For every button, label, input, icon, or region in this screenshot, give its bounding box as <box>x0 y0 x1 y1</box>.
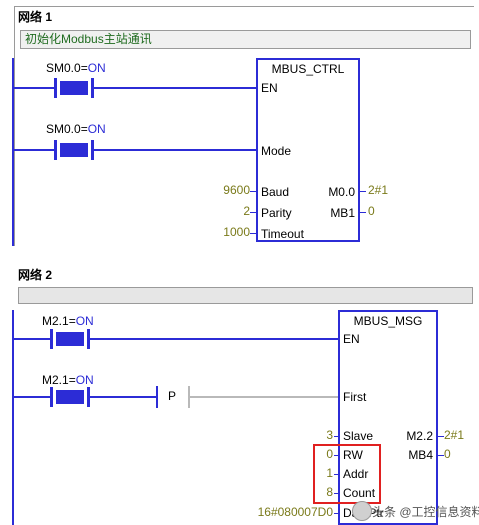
contact-3-state: ON <box>75 314 94 328</box>
mbus-msg-pin-slave: Slave <box>343 429 374 443</box>
contact-1-label: SM0.0=ON <box>46 61 106 75</box>
network-1-frame-top <box>14 6 474 7</box>
positive-transition-label: P <box>168 389 177 403</box>
addr-value[interactable]: 1 <box>326 466 333 480</box>
contact-2-state: ON <box>87 122 106 136</box>
mbus-ctrl-pin-error: MB1 <box>330 206 355 220</box>
rung-3-wire-right <box>90 338 340 340</box>
mbus-msg-pin-done: M2.2 <box>406 429 433 443</box>
done-value[interactable]: 2#1 <box>368 183 389 197</box>
dataptr-value[interactable]: 16#080007D0 <box>257 505 333 519</box>
slave-value[interactable]: 3 <box>326 428 333 442</box>
rung-3-wire-left <box>12 338 50 340</box>
network-1-comment[interactable]: 初始化Modbus主站通讯 <box>20 30 471 49</box>
contact-3[interactable] <box>50 329 90 349</box>
watermark-avatar-icon <box>352 501 372 521</box>
contact-2-label: SM0.0=ON <box>46 122 106 136</box>
mbus-msg-title: MBUS_MSG <box>353 314 423 328</box>
contact-3-label: M2.1=ON <box>42 314 94 328</box>
baud-value[interactable]: 9600 <box>223 183 250 197</box>
power-rail-2 <box>12 310 14 525</box>
network-1-frame-left <box>14 6 15 246</box>
count-value[interactable]: 8 <box>326 485 333 499</box>
power-rail <box>12 58 14 246</box>
mbus-msg-pin-addr: Addr <box>343 467 369 481</box>
mbus-ctrl-pin-mode: Mode <box>261 144 292 158</box>
contact-4-label: M2.1=ON <box>42 373 94 387</box>
positive-transition-contact[interactable]: P <box>156 386 192 408</box>
mbus-msg-block[interactable]: MBUS_MSG EN First Slave RW Addr Count Da… <box>338 310 438 525</box>
network-2[interactable]: 网络 2 M2.1=ON M2.1=ON P MBUS_MSG EN First… <box>0 262 479 525</box>
rung-2-wire-left <box>12 149 54 151</box>
rung-1-wire-left <box>12 87 54 89</box>
mbus-ctrl-pin-timeout: Timeout <box>261 227 304 241</box>
screenshot-gap <box>0 250 479 262</box>
contact-4[interactable] <box>50 387 90 407</box>
contact-3-operand: M2.1 <box>42 314 69 328</box>
contact-1-operand: SM0.0 <box>46 61 81 75</box>
mbus-ctrl-pin-baud: Baud <box>261 185 290 199</box>
error-value[interactable]: 0 <box>368 204 375 218</box>
mbus-ctrl-pin-en: EN <box>261 81 278 95</box>
highlight-box <box>313 444 381 504</box>
rung-2-wire-right <box>94 149 258 151</box>
network-2-comment[interactable] <box>18 287 473 304</box>
contact-1[interactable] <box>54 78 94 98</box>
mbus-ctrl-title: MBUS_CTRL <box>271 62 345 76</box>
mbus-ctrl-pin-done: M0.0 <box>328 185 355 199</box>
contact-2-operand: SM0.0 <box>46 122 81 136</box>
mbus-msg-pin-count: Count <box>343 486 376 500</box>
mbus-msg-pin-error: MB4 <box>408 448 433 462</box>
contact-2[interactable] <box>54 140 94 160</box>
contact-1-state: ON <box>87 61 106 75</box>
contact-4-operand: M2.1 <box>42 373 69 387</box>
network-1[interactable]: 网络 1 初始化Modbus主站通讯 SM0.0=ON SM0.0=ON MBU… <box>0 0 479 250</box>
rw-value[interactable]: 0 <box>326 447 333 461</box>
contact-4-state: ON <box>75 373 94 387</box>
watermark-text: 头条 @工控信息资料 <box>372 505 479 519</box>
rung-4-wire-mid <box>90 396 156 398</box>
mbus-msg-pin-first: First <box>343 390 367 404</box>
mbus-ctrl-pin-parity: Parity <box>261 206 292 220</box>
msg-done-value[interactable]: 2#1 <box>444 428 465 442</box>
rung-1-wire-right <box>94 87 258 89</box>
mbus-msg-pin-rw: RW <box>343 448 363 462</box>
parity-value[interactable]: 2 <box>243 204 250 218</box>
mbus-ctrl-block[interactable]: MBUS_CTRL EN Mode Baud Parity Timeout M0… <box>256 58 360 242</box>
network-2-title[interactable]: 网络 2 <box>18 268 53 282</box>
rung-4-wire-left <box>12 396 50 398</box>
rung-4-wire-right <box>190 396 340 398</box>
network-1-title[interactable]: 网络 1 <box>18 10 53 24</box>
msg-error-value[interactable]: 0 <box>444 447 451 461</box>
mbus-msg-pin-en: EN <box>343 332 360 346</box>
timeout-value[interactable]: 1000 <box>223 225 250 239</box>
